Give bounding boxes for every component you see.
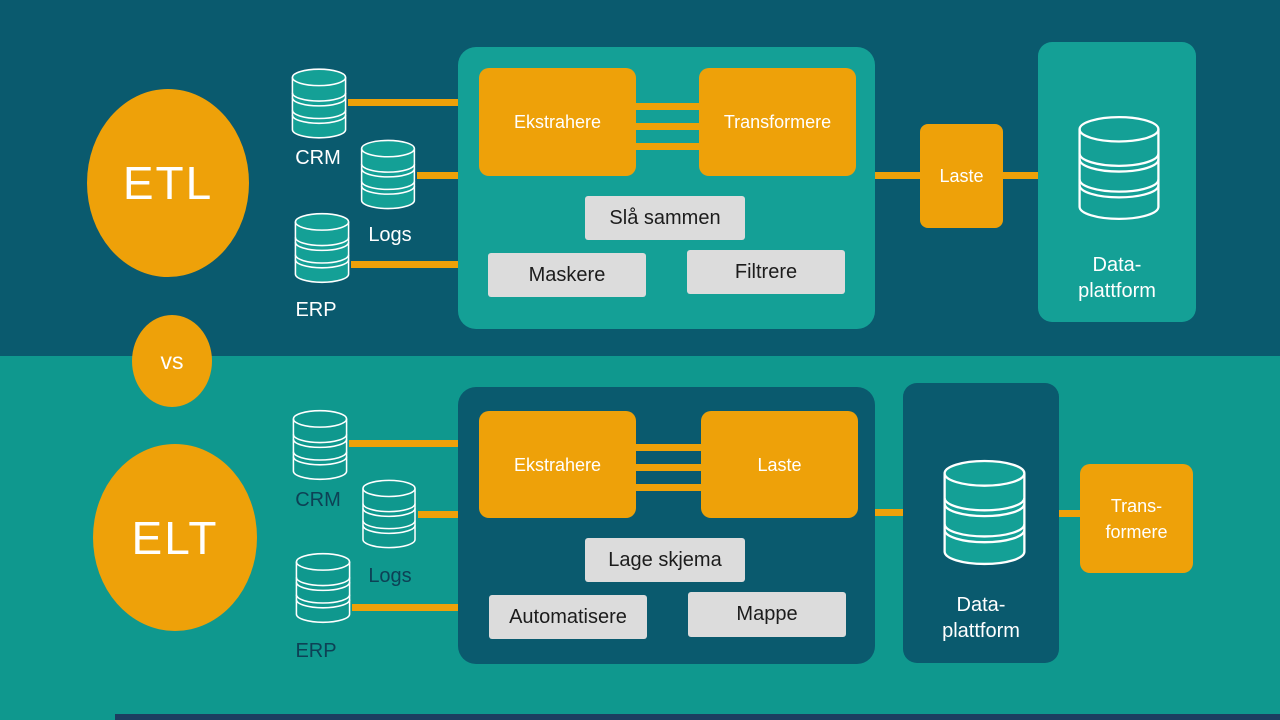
transform-step-box: Trans- formere — [1080, 464, 1193, 573]
connector-line — [417, 172, 458, 179]
extract-step-box: Ekstrahere — [479, 68, 636, 176]
operation-tag: Maskere — [488, 253, 646, 297]
bottom-accent-bar — [115, 714, 1280, 720]
transform-step-box: Transformere — [699, 68, 856, 176]
source-label-crm: CRM — [295, 147, 341, 169]
data-platform-label: Data- plattform — [903, 592, 1059, 644]
elt-badge-label: ELT — [131, 511, 219, 564]
operation-tag-label: Slå sammen — [609, 206, 721, 229]
data-platform-label-line2: plattform — [942, 620, 1020, 642]
operation-tag: Mappe — [688, 592, 846, 637]
operation-tag: Lage skjema — [585, 538, 745, 582]
connector-line — [636, 444, 702, 451]
database-icon — [291, 68, 347, 139]
source-label-logs: Logs — [368, 224, 412, 246]
database-icon — [360, 139, 416, 210]
connector-line — [348, 99, 458, 106]
operation-tag-label: Filtrere — [734, 260, 798, 283]
operation-tag-label: Maskere — [528, 263, 606, 286]
operation-tag-label: Lage skjema — [608, 548, 722, 571]
extract-step-label: Ekstrahere — [513, 454, 602, 475]
etl-badge: ETL — [87, 89, 249, 277]
connector-line — [352, 604, 458, 611]
database-icon — [292, 409, 348, 481]
data-platform-label-line1: Data- — [956, 594, 1006, 616]
connector-line — [875, 509, 903, 516]
connector-line — [1059, 510, 1080, 517]
operation-tag: Filtrere — [687, 250, 845, 294]
operation-tag-label: Mappe — [736, 603, 798, 625]
database-icon — [362, 479, 416, 549]
load-step-box: Laste — [920, 124, 1003, 228]
operation-tag: Automatisere — [489, 595, 647, 639]
database-icon — [1078, 115, 1160, 221]
connector-line — [636, 143, 702, 150]
data-platform-panel — [1038, 42, 1196, 322]
load-step-box: Laste — [701, 411, 858, 518]
source-label-crm: CRM — [295, 489, 341, 511]
connector-line — [636, 464, 702, 471]
data-platform-label-line2: plattform — [1078, 280, 1156, 302]
elt-badge: ELT — [93, 444, 257, 631]
connector-line — [875, 172, 920, 179]
extract-step-box: Ekstrahere — [479, 411, 636, 518]
connector-line — [636, 123, 702, 130]
database-icon — [295, 552, 351, 624]
operation-tag-label: Automatisere — [509, 605, 627, 628]
transform-step-label-line1: Trans- — [1110, 495, 1163, 516]
connector-line — [636, 484, 702, 491]
vs-badge-label: vs — [160, 347, 184, 374]
database-icon — [294, 212, 350, 284]
connector-line — [636, 103, 702, 110]
connector-line — [351, 261, 458, 268]
connector-line — [1003, 172, 1038, 179]
transform-step-label-line2: formere — [1105, 521, 1168, 542]
transform-step-label: Transformere — [723, 112, 832, 132]
data-platform-label-line1: Data- — [1092, 254, 1142, 276]
vs-badge: vs — [132, 315, 212, 407]
connector-line — [418, 511, 458, 518]
etl-badge-label: ETL — [122, 157, 214, 209]
source-label-erp: ERP — [295, 640, 337, 662]
database-icon — [943, 459, 1026, 566]
load-step-label: Laste — [757, 454, 802, 475]
data-platform-label: Data- plattform — [1038, 252, 1196, 304]
operation-tag: Slå sammen — [585, 196, 745, 240]
connector-line — [349, 440, 458, 447]
load-step-label: Laste — [939, 166, 984, 186]
source-label-logs: Logs — [368, 565, 412, 587]
extract-step-label: Ekstrahere — [513, 112, 602, 132]
source-label-erp: ERP — [295, 299, 337, 321]
